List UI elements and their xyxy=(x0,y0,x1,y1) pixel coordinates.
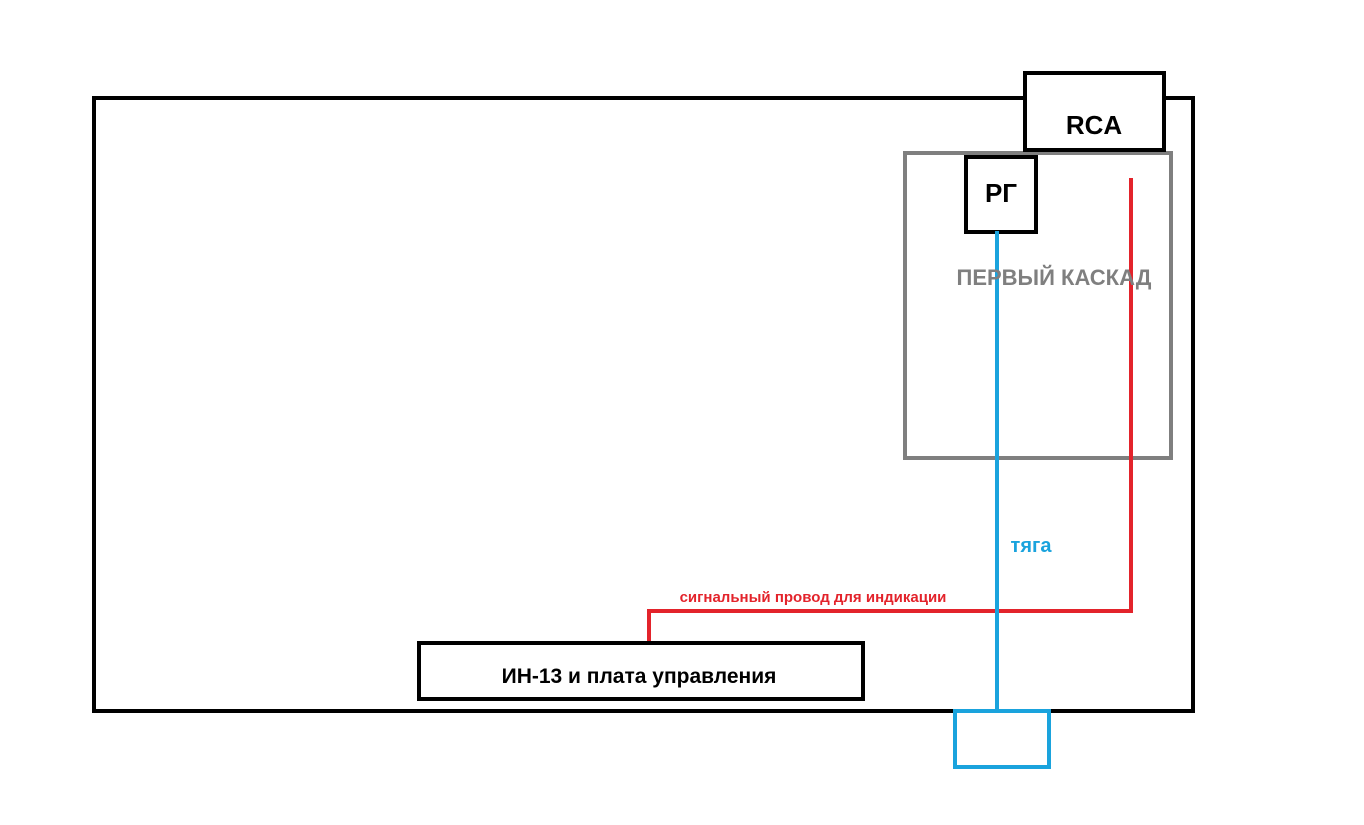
rca-label: RCA xyxy=(1066,110,1123,140)
first-stage-box xyxy=(903,151,1173,460)
indicator-board-box xyxy=(417,641,865,701)
rca-box xyxy=(1023,71,1166,152)
signal-wire-label: сигнальный провод для индикации xyxy=(680,589,947,606)
first-stage-label: ПЕРВЫЙ КАСКАД xyxy=(957,265,1152,290)
indicator-board-label: ИН-13 и плата управления xyxy=(502,665,777,688)
rg-box xyxy=(964,155,1038,234)
rg-label: РГ xyxy=(985,178,1017,208)
signal-wire-line xyxy=(647,178,1133,642)
knob-box xyxy=(953,709,1051,769)
enclosure-box xyxy=(92,96,1195,713)
pull-rod-label: тяга xyxy=(1011,535,1053,557)
